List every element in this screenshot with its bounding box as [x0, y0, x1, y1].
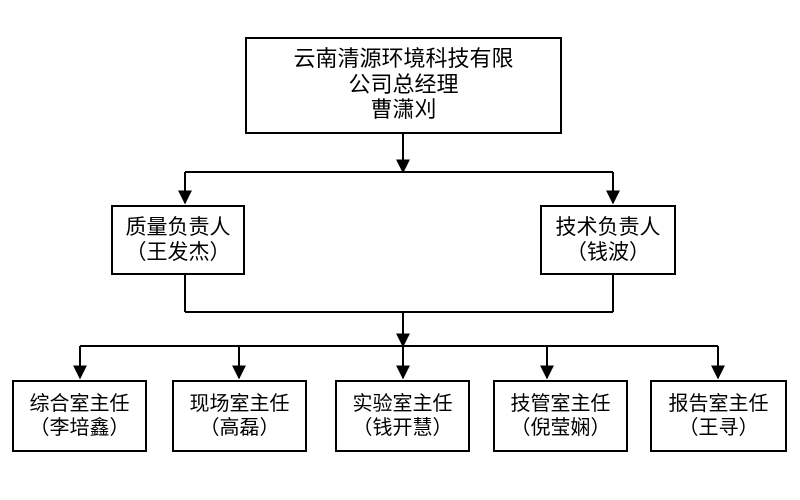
report-office-title: 报告室主任	[668, 391, 769, 416]
tech-manager-title: 技术负责人	[555, 215, 661, 240]
tech-mgmt-office-title: 技管室主任	[510, 391, 611, 416]
ceo-line-3: 曹潇刈	[370, 98, 437, 124]
tech-manager-person: （钱波）	[566, 240, 650, 264]
quality-manager-person: （王发杰）	[125, 240, 231, 264]
quality-manager-box: 质量负责人 （王发杰）	[111, 205, 245, 275]
tech-mgmt-office-box: 技管室主任 （倪莹娴）	[493, 380, 628, 452]
tech-mgmt-office-person: （倪莹娴）	[510, 415, 611, 439]
general-office-box: 综合室主任 （李培鑫）	[12, 380, 147, 452]
ceo-box: 云南清源环境科技有限 公司总经理 曹潇刈	[245, 37, 562, 134]
general-office-person: （李培鑫）	[29, 415, 130, 439]
field-office-person: （高磊）	[199, 415, 280, 439]
lab-office-box: 实验室主任 （钱开慧）	[335, 380, 470, 452]
report-office-person: （王寻）	[678, 415, 759, 439]
lab-office-person: （钱开慧）	[352, 415, 453, 439]
quality-manager-title: 质量负责人	[125, 215, 231, 240]
lab-office-title: 实验室主任	[352, 391, 453, 416]
field-office-box: 现场室主任 （高磊）	[172, 380, 307, 452]
tech-manager-box: 技术负责人 （钱波）	[540, 205, 676, 275]
ceo-line-1: 云南清源环境科技有限	[293, 46, 514, 72]
field-office-title: 现场室主任	[189, 391, 290, 416]
ceo-line-2: 公司总经理	[348, 72, 459, 98]
report-office-box: 报告室主任 （王寻）	[650, 380, 787, 452]
general-office-title: 综合室主任	[29, 391, 130, 416]
